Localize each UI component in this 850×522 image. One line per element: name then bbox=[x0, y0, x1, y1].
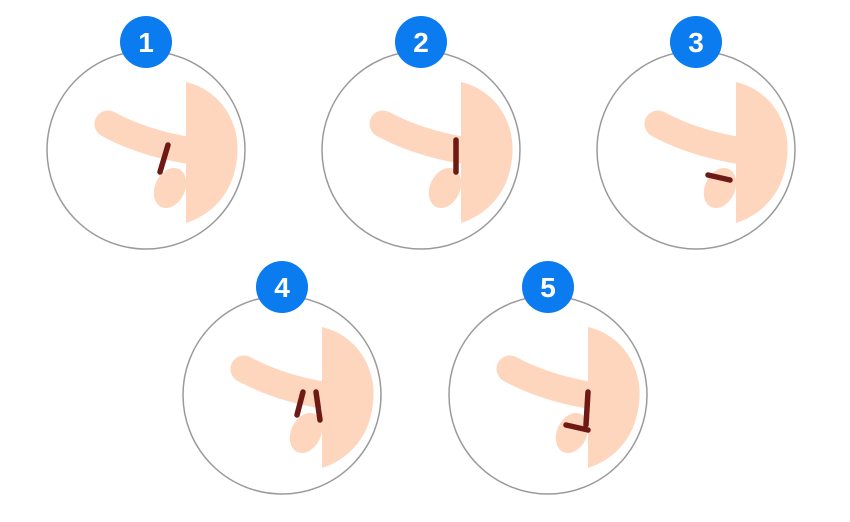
step-number: 2 bbox=[413, 27, 429, 58]
figure-illustration bbox=[369, 82, 513, 223]
ring-marker bbox=[583, 389, 591, 428]
step-number: 5 bbox=[540, 272, 556, 303]
figure-lower-part bbox=[428, 167, 462, 209]
step-badge bbox=[670, 16, 722, 68]
figure-lower-part bbox=[153, 167, 187, 209]
step-number: 4 bbox=[274, 272, 290, 303]
panel-2: 2 bbox=[321, 16, 521, 250]
panel-3: 3 bbox=[596, 16, 796, 250]
figure-shaft bbox=[496, 355, 602, 409]
ring-marker bbox=[157, 142, 171, 175]
step-badge bbox=[256, 261, 308, 313]
figure-body bbox=[736, 82, 788, 223]
figure-lower-part bbox=[555, 412, 589, 454]
figure-shaft bbox=[230, 355, 336, 409]
ring-marker bbox=[705, 172, 733, 183]
figure-body bbox=[588, 327, 640, 468]
panel-4: 4 bbox=[182, 261, 382, 495]
figure-shaft bbox=[94, 110, 200, 164]
panel-1: 1 bbox=[46, 16, 246, 250]
ring-marker bbox=[313, 389, 323, 423]
figure-illustration bbox=[644, 82, 788, 223]
figure-lower-part bbox=[289, 412, 323, 454]
ring-marker bbox=[563, 422, 591, 433]
figure-illustration bbox=[230, 327, 374, 468]
figure-illustration bbox=[94, 82, 238, 223]
figure-illustration bbox=[496, 327, 640, 468]
step-badge bbox=[120, 16, 172, 68]
figure-shaft bbox=[644, 110, 750, 164]
step-badge bbox=[522, 261, 574, 313]
ring-marker bbox=[294, 389, 306, 418]
step-number: 1 bbox=[138, 27, 154, 58]
figure-body bbox=[461, 82, 513, 223]
step-number: 3 bbox=[688, 27, 704, 58]
figure-shaft bbox=[369, 110, 475, 164]
panel-5: 5 bbox=[448, 261, 648, 495]
figure-body bbox=[322, 327, 374, 468]
figure-body bbox=[186, 82, 238, 223]
step-badge bbox=[395, 16, 447, 68]
